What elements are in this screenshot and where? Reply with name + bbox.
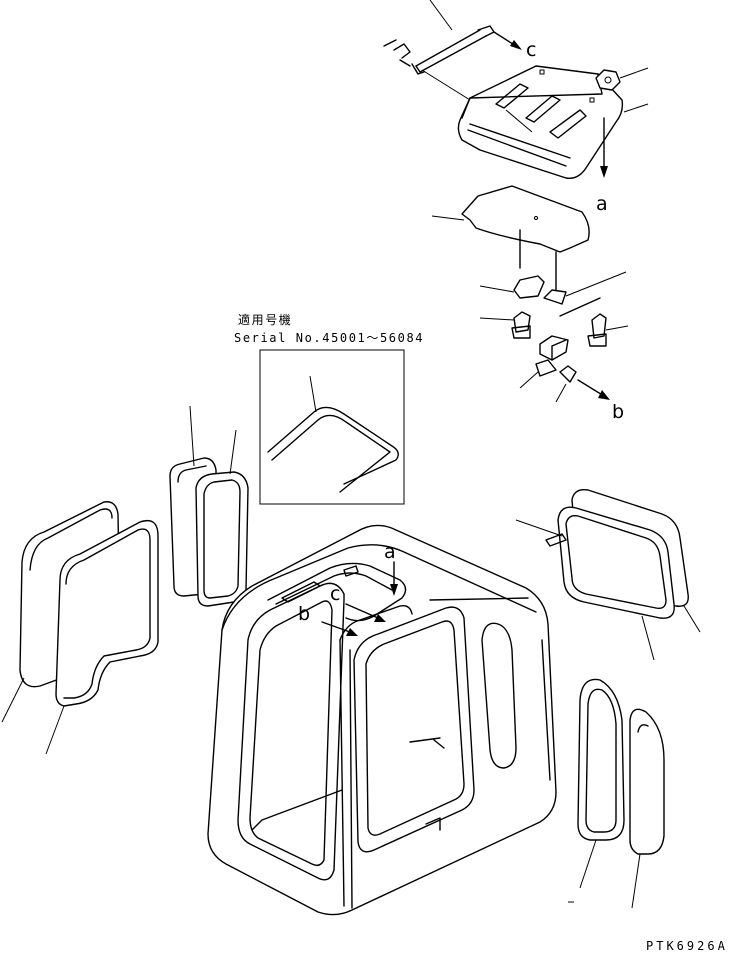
right-rear-weatherstrip: [557, 506, 675, 619]
arrow-b-cab: [321, 621, 358, 636]
label-b-cab: b: [298, 603, 310, 625]
seal-plate: [431, 185, 590, 253]
arrow-a-cab: [390, 561, 398, 596]
clip-plate: [543, 271, 627, 317]
handrail-detail: [267, 375, 399, 493]
label-c-top: c: [526, 39, 536, 61]
arrow-c-top: [493, 31, 522, 50]
label-b-right: b: [612, 401, 624, 423]
drawing-code: PTK6926A: [646, 939, 728, 953]
arrow-a-top: [600, 117, 608, 178]
bolt-left: [479, 311, 531, 339]
right-side-weatherstrip: [577, 678, 625, 841]
rubber-block: [539, 335, 569, 361]
arrow-c-cab: [345, 603, 386, 622]
label-a-cab: a: [384, 541, 396, 563]
hex-nut: [595, 67, 649, 91]
bolt-right: [587, 313, 629, 347]
operator-cab: [207, 524, 557, 916]
window-latch: [545, 533, 567, 547]
left-front-weatherstrip: [195, 471, 249, 607]
label-a-top: a: [596, 193, 608, 215]
right-side-glass: [629, 708, 665, 855]
arrow-b-right: [577, 379, 610, 400]
serial-number: Serial No.45001～56084: [234, 331, 424, 345]
serial-detail-box: [259, 349, 405, 505]
gas-spring-stay: [383, 0, 495, 75]
label-c-cab: c: [330, 583, 340, 605]
serial-title: 適用号機: [238, 312, 292, 327]
pin-bolt: [519, 359, 557, 389]
small-clip: [555, 365, 577, 403]
